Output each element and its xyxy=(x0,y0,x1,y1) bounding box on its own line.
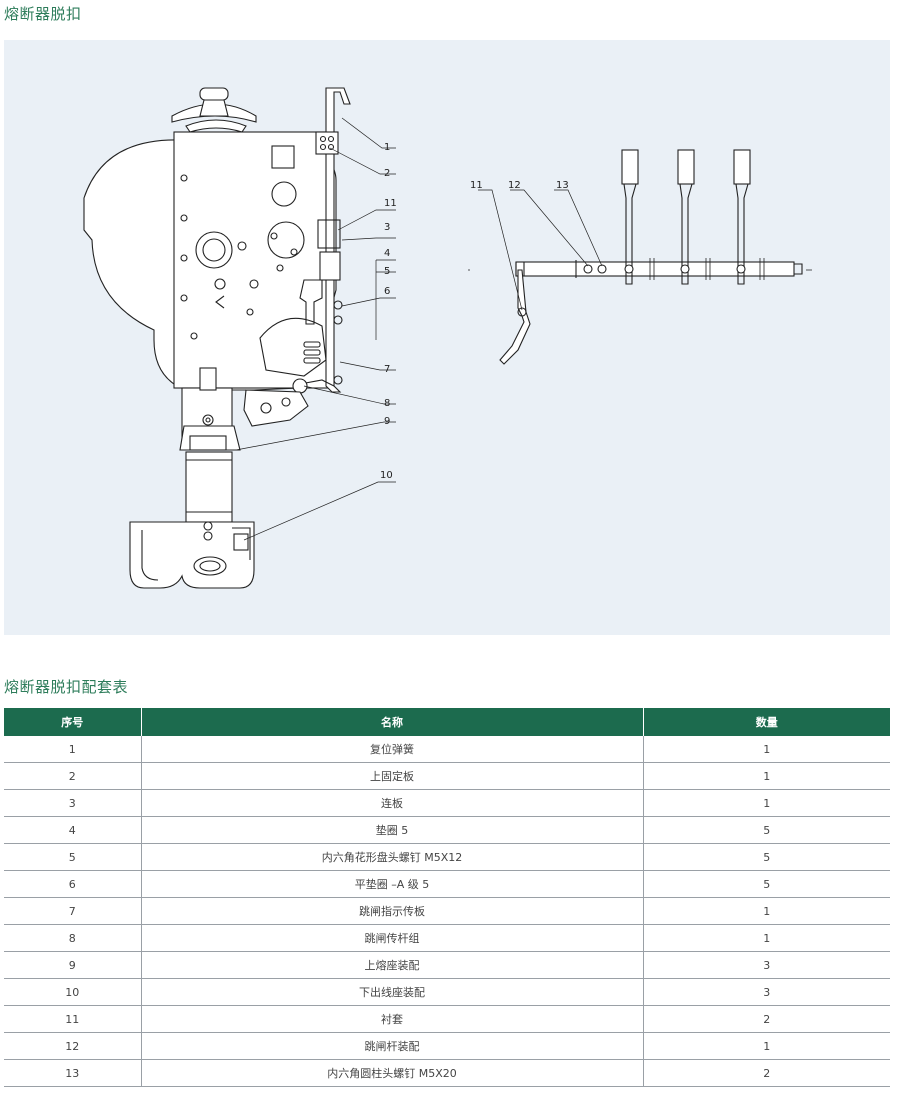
cell-index: 12 xyxy=(4,1032,142,1060)
cell-index: 5 xyxy=(4,843,142,871)
cell-index: 10 xyxy=(4,978,142,1006)
callouts-right: 11 12 13 xyxy=(470,180,569,191)
cell-quantity: 3 xyxy=(643,978,890,1006)
cell-index: 6 xyxy=(4,870,142,898)
cell-name: 跳闸指示传板 xyxy=(141,897,644,925)
header-quantity: 数量 xyxy=(643,708,890,736)
callout-10: 10 xyxy=(380,470,393,481)
cell-index: 2 xyxy=(4,762,142,790)
cell-index: 4 xyxy=(4,816,142,844)
cell-quantity: 2 xyxy=(643,1059,890,1087)
insulator-cap xyxy=(199,87,229,101)
trip-bar xyxy=(515,261,795,277)
cell-name: 跳闸传杆组 xyxy=(141,924,644,952)
header-index: 序号 xyxy=(4,708,142,736)
trip-arm-2 xyxy=(677,149,695,285)
callout-7: 7 xyxy=(384,364,390,375)
callouts-left: 1 2 11 3 4 5 6 7 8 9 10 xyxy=(380,142,397,481)
cell-name: 下出线座装配 xyxy=(141,978,644,1006)
cell-name: 复位弹簧 xyxy=(141,736,644,763)
cell-index: 13 xyxy=(4,1059,142,1087)
cell-quantity: 1 xyxy=(643,1032,890,1060)
cell-name: 连板 xyxy=(141,789,644,817)
callout-8: 8 xyxy=(384,398,390,409)
cell-index: 7 xyxy=(4,897,142,925)
callout-11: 11 xyxy=(384,198,397,209)
cell-index: 9 xyxy=(4,951,142,979)
trip-lever xyxy=(499,269,531,365)
cell-quantity: 3 xyxy=(643,951,890,979)
cell-name: 平垫圈 –A 级 5 xyxy=(141,870,644,898)
cell-quantity: 1 xyxy=(643,924,890,952)
callout-right-11: 11 xyxy=(470,180,483,191)
callout-4: 4 xyxy=(384,248,390,259)
cell-index: 1 xyxy=(4,736,142,763)
linkage-plate xyxy=(243,389,309,427)
cam-slot xyxy=(299,279,323,325)
right-rail xyxy=(325,87,351,393)
callout-6: 6 xyxy=(384,286,390,297)
callout-2: 2 xyxy=(384,168,390,179)
fuse-cartridge xyxy=(185,451,233,523)
cell-name: 垫圈 5 xyxy=(141,816,644,844)
insulator-neck xyxy=(199,99,229,117)
cell-quantity: 1 xyxy=(643,762,890,790)
callout-right-12: 12 xyxy=(508,180,521,191)
cell-quantity: 1 xyxy=(643,736,890,763)
cell-name: 衬套 xyxy=(141,1005,644,1033)
cell-quantity: 5 xyxy=(643,870,890,898)
diagram-title: 熔断器脱扣 xyxy=(4,5,82,23)
cell-index: 11 xyxy=(4,1005,142,1033)
cell-quantity: 1 xyxy=(643,789,890,817)
cell-name: 上熔座装配 xyxy=(141,951,644,979)
callout-right-13: 13 xyxy=(556,180,569,191)
mounting-plate xyxy=(173,131,333,389)
trip-arm-3 xyxy=(733,149,751,285)
callout-1: 1 xyxy=(384,142,390,153)
callout-3: 3 xyxy=(384,222,390,233)
table-header-row: 序号 名称 数量 xyxy=(4,708,890,736)
cell-quantity: 5 xyxy=(643,843,890,871)
cell-index: 8 xyxy=(4,924,142,952)
fuse-trip-diagram: 1 2 11 3 4 5 6 7 8 9 10 xyxy=(4,40,890,635)
table-title: 熔断器脱扣配套表 xyxy=(4,678,129,696)
cell-quantity: 5 xyxy=(643,816,890,844)
cell-name: 内六角圆柱头螺钉 M5X20 xyxy=(141,1059,644,1087)
callout-5: 5 xyxy=(384,266,390,277)
cell-quantity: 1 xyxy=(643,897,890,925)
cell-index: 3 xyxy=(4,789,142,817)
cell-name: 跳闸杆装配 xyxy=(141,1032,644,1060)
technical-drawing: 1 2 11 3 4 5 6 7 8 9 10 xyxy=(83,87,812,589)
callout-9: 9 xyxy=(384,416,390,427)
cell-quantity: 2 xyxy=(643,1005,890,1033)
trip-arm-1 xyxy=(621,149,639,285)
cell-name: 上固定板 xyxy=(141,762,644,790)
header-name: 名称 xyxy=(141,708,644,736)
cell-name: 内六角花形盘头螺钉 M5X12 xyxy=(141,843,644,871)
